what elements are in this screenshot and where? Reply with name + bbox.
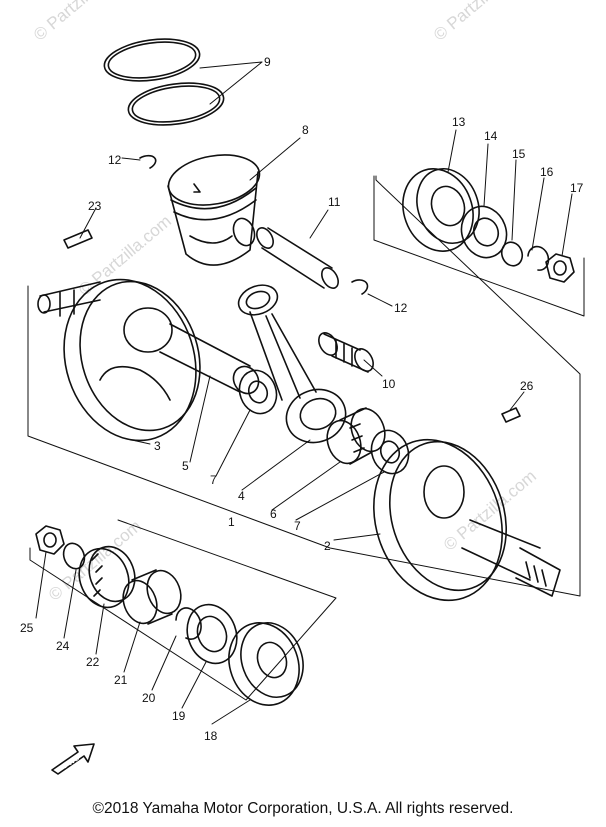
left-crank-wheel [37,278,260,442]
label-25: 25 [20,621,34,635]
label-1: 1 [228,515,235,529]
label-12b: 12 [394,301,408,315]
washer [62,542,86,570]
label-4: 4 [238,489,245,503]
label-7b: 7 [294,519,301,533]
label-26: 26 [520,379,534,393]
woodruff-key [501,407,521,423]
bearing [228,622,304,706]
label-8: 8 [302,123,309,137]
part-labels: 9 8 12 11 12 10 13 14 15 16 17 23 26 3 5… [20,55,584,770]
label-9: 9 [264,55,271,69]
label-21: 21 [114,673,128,687]
piston [167,154,261,266]
woodruff-key [63,229,93,249]
thrust-washer [238,369,278,415]
leader-lines [35,61,573,725]
label-5: 5 [182,459,189,473]
label-18: 18 [204,729,218,743]
label-12: 12 [108,153,122,167]
label-10: 10 [382,377,396,391]
label-15: 15 [512,147,526,161]
big-end-bearing [326,407,386,465]
connecting-rod [237,284,347,444]
label-16: 16 [540,165,554,179]
lock-washer [527,245,550,271]
crank-nut [545,253,575,283]
crankshaft-exploded-diagram: 9 8 12 11 12 10 13 14 15 16 17 23 26 3 5… [20,38,585,775]
copyright-notice: ©2018 Yamaha Motor Corporation, U.S.A. A… [92,800,514,817]
label-23: 23 [88,199,102,213]
spacer [122,569,182,625]
oil-seal [460,205,508,259]
assembly-outline [373,175,585,317]
piston-rings [103,38,225,126]
small-end-bearing [318,332,374,373]
circlip [175,607,202,640]
label-11: 11 [328,195,341,209]
label-22: 22 [86,655,100,669]
label-24: 24 [56,639,70,653]
assembly-outline [29,519,337,701]
fwd-arrow [51,743,95,775]
right-crank-wheel [373,438,561,602]
piston-pin [256,227,339,289]
assembly-outline [27,175,581,597]
label-7: 7 [210,473,217,487]
bearing [186,603,238,665]
fwd-label: FWD [61,753,81,771]
label-14: 14 [484,129,498,143]
label-19: 19 [172,709,186,723]
label-3: 3 [154,439,161,453]
label-2: 2 [324,539,331,553]
label-17: 17 [570,181,584,195]
piston-pin-clip [139,154,157,169]
label-13: 13 [452,115,466,129]
primary-gear-nut [35,525,65,555]
piston-pin-clip [351,279,369,295]
label-6: 6 [270,507,277,521]
label-20: 20 [142,691,156,705]
washer [500,241,524,267]
crank-bearing [402,168,480,252]
primary-drive-gear [78,545,136,609]
